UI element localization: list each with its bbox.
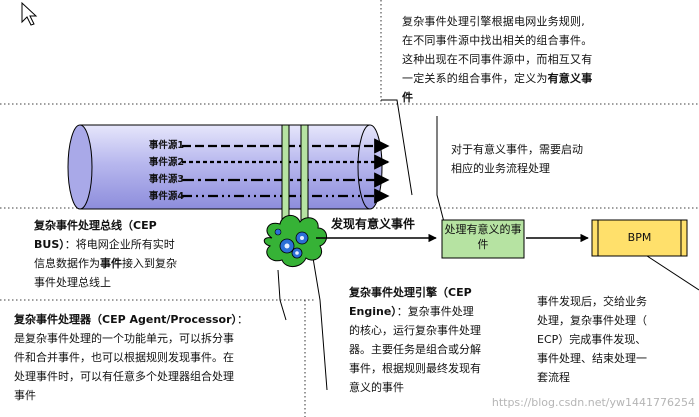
gear-icon	[274, 228, 309, 259]
note-bpm: 事件发现后，交给业务 处理，复杂事件处理（ ECP）完成事件发现、 事件处理、结…	[537, 295, 647, 384]
note-engine: 复杂事件处理引擎（CEP Engine）：复杂事件处理 的核心，运行复杂事件处理…	[349, 286, 481, 394]
note-bus: 复杂事件处理总线（CEP BUS）：将电网企业所有实时 信息数据作为事件接入到复…	[34, 219, 177, 289]
bpm-box-label: BPM	[627, 231, 652, 244]
meaningful-event-box	[441, 219, 525, 259]
note-top: 复杂事件处理引擎根据电网业务规则, 在不同事件源中找出相关的组合事件。 这种出现…	[402, 15, 593, 104]
meaningful-event-box-label: 处理有意义的事件	[444, 223, 522, 251]
found-meaningful-label: 发现有意义事件	[331, 217, 416, 231]
bpm-box	[591, 219, 688, 257]
cep-bus-cylinder	[67, 124, 383, 210]
event-source-label-3: 事件源3	[148, 174, 184, 185]
mouse-cursor-icon	[21, 1, 38, 26]
note-meaningful: 对于有意义事件，需要启动 相应的业务流程处理	[451, 143, 583, 175]
watermark: https://blog.csdn.net/yw1441776254	[491, 396, 695, 409]
engine-cloud	[263, 215, 327, 267]
event-source-labels: 事件源1 事件源2 事件源3 事件源4	[126, 137, 184, 205]
event-source-label-4: 事件源4	[148, 191, 184, 202]
event-source-label-1: 事件源1	[148, 140, 184, 151]
note-agent: 复杂事件处理器（CEP Agent/Processor）： 是复杂事件处理的一个…	[14, 313, 249, 402]
event-source-label-2: 事件源2	[148, 157, 184, 168]
